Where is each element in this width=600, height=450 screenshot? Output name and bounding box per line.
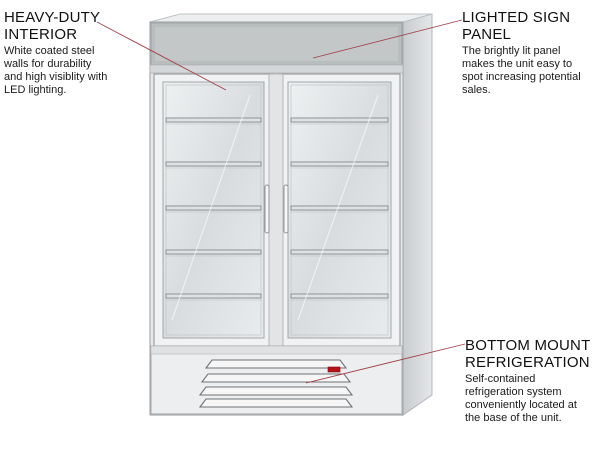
right-door-handle — [283, 184, 289, 234]
callout-title: LIGHTED SIGN PANEL — [462, 9, 597, 43]
callout-title: HEAVY-DUTY INTERIOR — [4, 9, 154, 43]
right-shelves — [290, 117, 389, 299]
callout-desc-line: walls for durability — [4, 58, 92, 70]
callout-desc-line: sales. — [462, 84, 491, 96]
leader-line-sign — [312, 19, 463, 59]
leader-line-interior — [96, 21, 227, 91]
callout-desc-line: makes the unit easy to — [462, 58, 573, 70]
callout-desc-line: the base of the unit. — [465, 412, 562, 424]
shelf — [290, 205, 389, 211]
callout-lighted-sign-panel: LIGHTED SIGN PANEL The brightly lit pane… — [462, 9, 597, 97]
callout-title-line: BOTTOM MOUNT — [465, 337, 591, 354]
callout-desc-line: Self-contained — [465, 373, 536, 385]
callout-title-line: LIGHTED SIGN — [462, 9, 571, 26]
callout-title-line: HEAVY-DUTY — [4, 9, 101, 26]
leader-lines — [96, 19, 466, 384]
callout-title-line: INTERIOR — [4, 26, 78, 43]
shelf — [165, 205, 262, 211]
callout-title-line: PANEL — [462, 26, 512, 43]
callout-title: BOTTOM MOUNT REFRIGERATION — [465, 337, 598, 371]
louver — [198, 398, 354, 408]
shelf — [290, 249, 389, 255]
callout-desc-line: spot increasing potential — [462, 71, 581, 83]
left-shelves — [165, 117, 262, 299]
callout-desc-line: conveniently located at — [465, 399, 577, 411]
shelf — [165, 117, 262, 123]
left-door-handle — [264, 184, 270, 234]
leader-line-refrigeration — [305, 343, 466, 384]
vent-louvers — [198, 359, 354, 408]
callout-desc-line: LED lighting. — [4, 84, 67, 96]
louver — [204, 359, 348, 369]
callout-description: White coated steel walls for durability … — [4, 45, 154, 97]
shelf — [290, 117, 389, 123]
callout-title-line: REFRIGERATION — [465, 354, 590, 371]
shelf — [165, 293, 262, 299]
shelf — [290, 293, 389, 299]
callout-heavy-duty-interior: HEAVY-DUTY INTERIOR White coated steel w… — [4, 9, 154, 97]
louver — [198, 386, 354, 396]
power-indicator — [327, 366, 341, 373]
shelf — [165, 161, 262, 167]
callout-bottom-mount-refrigeration: BOTTOM MOUNT REFRIGERATION Self-containe… — [465, 337, 598, 425]
callout-desc-line: The brightly lit panel — [462, 45, 561, 57]
callout-desc-line: White coated steel — [4, 45, 95, 57]
callout-desc-line: and high visiblity with — [4, 71, 108, 83]
shelf — [290, 161, 389, 167]
callout-desc-line: refrigeration system — [465, 386, 562, 398]
louver — [200, 373, 352, 383]
callout-description: The brightly lit panel makes the unit ea… — [462, 45, 597, 97]
callout-description: Self-contained refrigeration system conv… — [465, 373, 598, 425]
shelf — [165, 249, 262, 255]
